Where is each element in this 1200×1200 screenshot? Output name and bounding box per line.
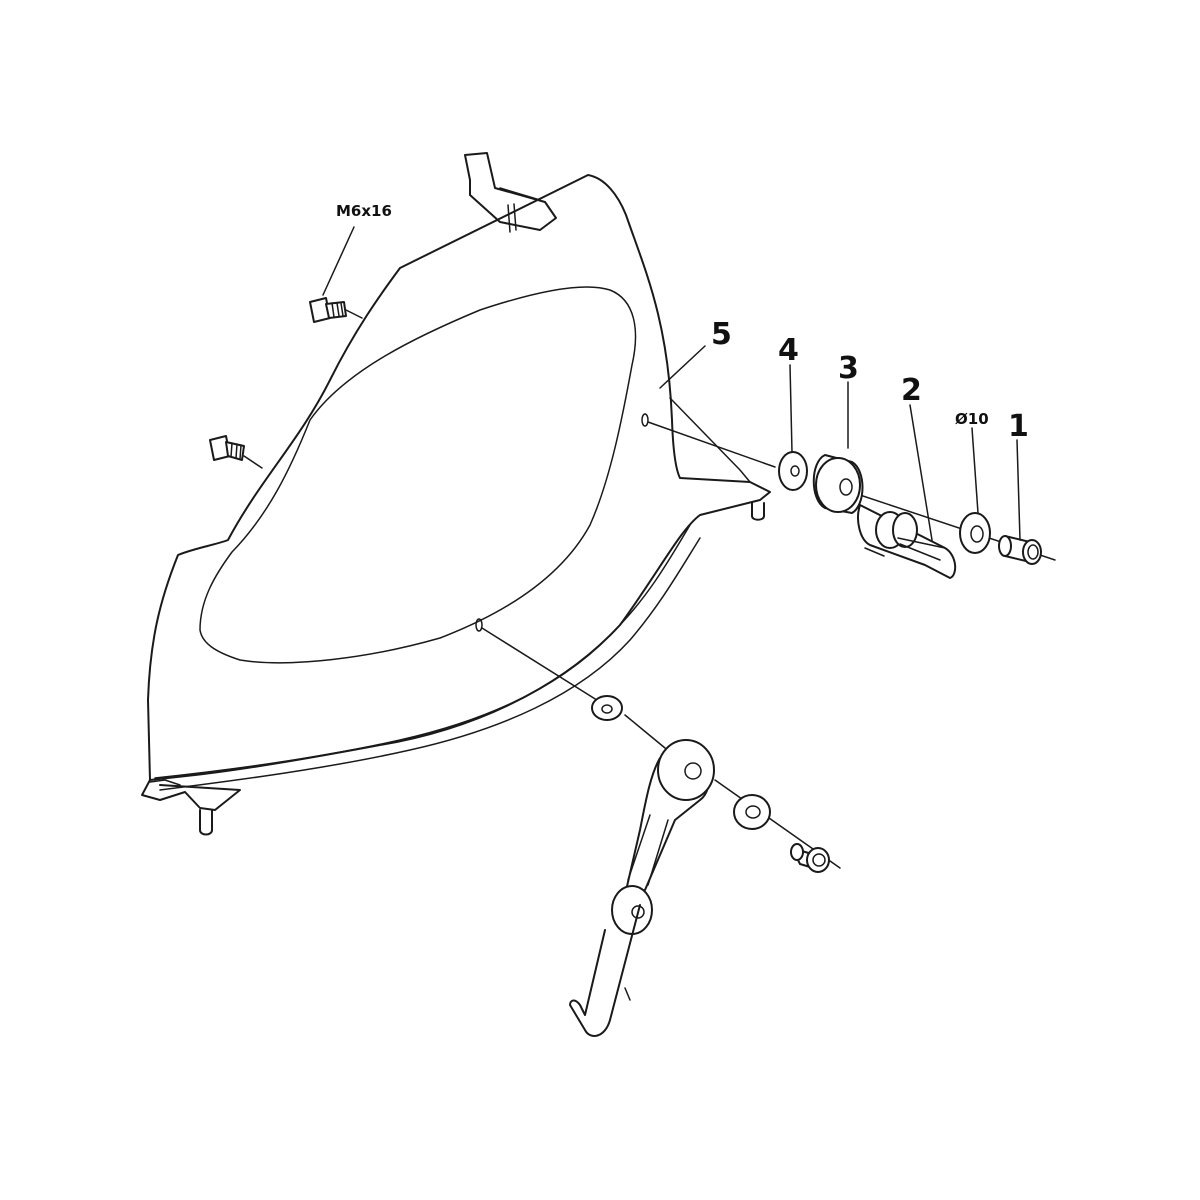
bolt-upper	[309, 297, 363, 323]
washer-part-4	[778, 451, 808, 491]
bushing-part-1	[998, 535, 1042, 565]
bolt-spec-label: M6x16	[336, 202, 392, 220]
callout-2: 2	[901, 373, 922, 408]
bushing-lower	[790, 843, 830, 873]
lever-arm-lower	[569, 739, 715, 1037]
callout-3: 3	[838, 351, 859, 386]
lower-hardware-stack	[481, 627, 841, 1037]
callout-5: 5	[711, 317, 732, 352]
spacer-part-3	[812, 454, 864, 514]
callout-4: 4	[778, 333, 799, 368]
upper-hardware-stack	[647, 421, 1056, 579]
washer-diameter-label: Ø10	[955, 410, 989, 428]
callout-1: 1	[1008, 409, 1029, 444]
lever-part-2	[857, 504, 957, 579]
bolt-lower	[209, 435, 263, 469]
washer-lower-1	[591, 695, 623, 721]
washer-d10	[959, 512, 991, 554]
leader-lines	[322, 226, 1021, 541]
cover-shield	[141, 152, 771, 836]
washer-lower-2	[733, 794, 771, 830]
